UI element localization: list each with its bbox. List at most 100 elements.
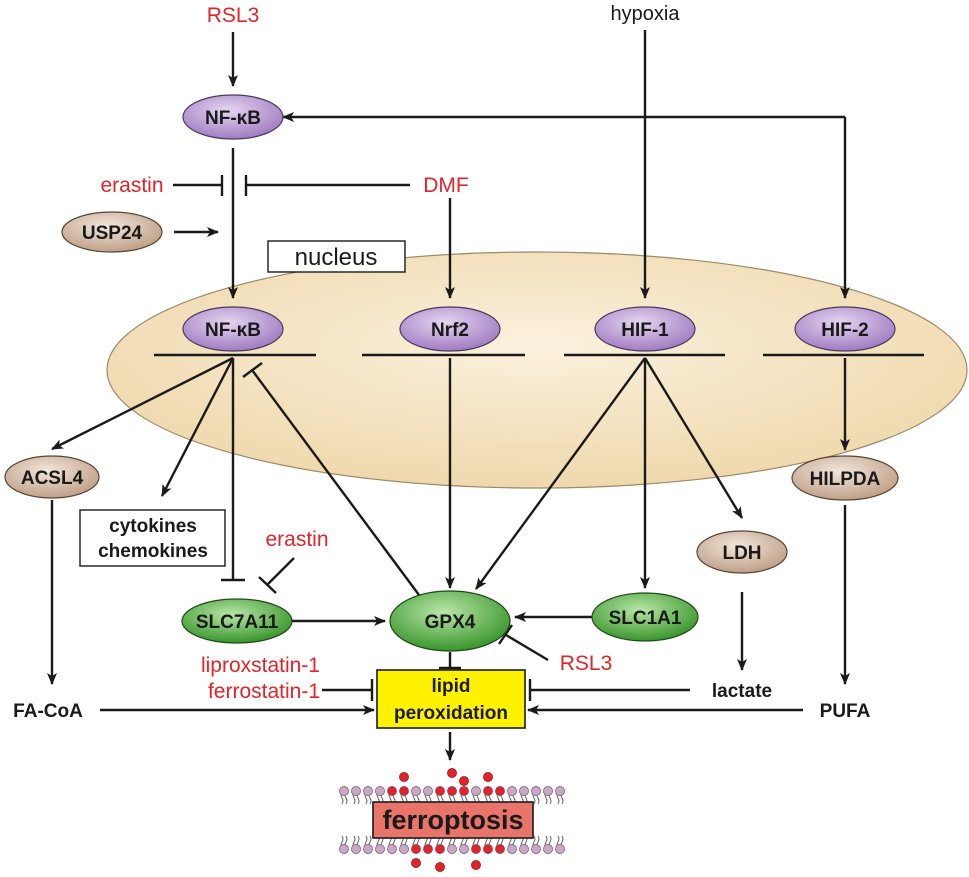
cytokines-box xyxy=(79,509,226,567)
lipid-head xyxy=(459,844,469,854)
lipid-head xyxy=(543,786,553,796)
lipid-head xyxy=(543,844,553,854)
oxidized-lipid-head xyxy=(483,844,493,854)
acsl4-label: ACSL4 xyxy=(21,468,84,489)
lipid-head xyxy=(363,844,373,854)
lipid-head xyxy=(423,786,433,796)
erastin-slc7a11-inhibit xyxy=(267,557,295,585)
nucleus-label-box xyxy=(267,240,406,273)
nfkb-nucleus-node: NF-κB xyxy=(182,306,284,352)
oxidized-lipid-head xyxy=(399,772,409,782)
oxidized-lipid-head xyxy=(447,768,457,778)
lipid-peroxidation-box xyxy=(376,669,526,729)
nucleus-ellipse xyxy=(106,251,968,489)
cytokines-label: cytokines xyxy=(109,516,197,537)
erastin-slc7a11-bar xyxy=(258,576,277,594)
slc1a1-label: SLC1A1 xyxy=(609,608,682,629)
nfkb-to-acsl4-arrow xyxy=(51,356,234,451)
acsl4-node: ACSL4 xyxy=(4,455,100,499)
lipid-head xyxy=(447,844,457,854)
gpx4-to-nfkb-inhibit xyxy=(251,369,420,596)
dmf-label: DMF xyxy=(423,174,469,197)
lipid-head xyxy=(555,786,565,796)
oxidized-lipid-head xyxy=(435,786,445,796)
chemokines-label: chemokines xyxy=(98,541,208,562)
liproxstatin-label: liproxstatin-1 xyxy=(201,654,320,677)
peroxidation-label: peroxidation xyxy=(394,703,508,724)
lipid-head xyxy=(411,786,421,796)
oxidized-lipid-head xyxy=(483,786,493,796)
rsl3-gpx4-inhibit xyxy=(505,633,549,662)
oxidized-lipid-head xyxy=(411,844,421,854)
nrf2-label: Nrf2 xyxy=(431,320,469,341)
gpx4-node: GPX4 xyxy=(389,590,511,652)
oxidized-lipid-head xyxy=(459,776,469,786)
hif1-label: HIF-1 xyxy=(621,320,669,341)
nfkb-cytoplasm-label: NF-κB xyxy=(205,108,261,129)
lipid-head xyxy=(351,786,361,796)
hypoxia-label: hypoxia xyxy=(611,3,681,25)
fa-coa-label: FA-CoA xyxy=(13,701,83,722)
oxidized-lipid-head xyxy=(471,860,481,870)
lactate-label: lactate xyxy=(712,681,772,702)
nfkb-to-cytokines-arrow xyxy=(160,357,235,497)
usp24-label: USP24 xyxy=(82,223,143,244)
rsl3-gpx4-bar xyxy=(498,624,513,645)
ferroptosis-box xyxy=(372,801,534,839)
lipid-head xyxy=(531,786,541,796)
hif2-node: HIF-2 xyxy=(794,306,896,352)
oxidized-lipid-head xyxy=(387,786,397,796)
nrf2-node: Nrf2 xyxy=(399,306,501,352)
lipid-head xyxy=(375,786,385,796)
hif1-to-ldh-arrow xyxy=(643,357,744,519)
lipid-head xyxy=(519,844,529,854)
lipid-head xyxy=(519,786,529,796)
nfkb-nucleus-label: NF-κB xyxy=(205,320,261,341)
erastin-top-label: erastin xyxy=(100,174,163,197)
hif1-node: HIF-1 xyxy=(594,306,696,352)
ldh-label: LDH xyxy=(722,543,761,564)
lipid-head xyxy=(339,786,349,796)
oxidized-lipid-head xyxy=(471,844,481,854)
hilpda-label: HILPDA xyxy=(810,469,881,490)
lipid-head xyxy=(387,844,397,854)
lipid-head xyxy=(531,844,541,854)
lipid-head xyxy=(507,844,517,854)
oxidized-lipid-head xyxy=(435,844,445,854)
oxidized-lipid-head xyxy=(459,786,469,796)
lipid-head xyxy=(507,786,517,796)
rsl3-bottom-label: RSL3 xyxy=(560,652,613,675)
slc7a11-node: SLC7A11 xyxy=(181,598,293,644)
nfkb-cytoplasm-node: NF-κB xyxy=(182,94,284,140)
lipid-head xyxy=(375,844,385,854)
lipid-head xyxy=(555,844,565,854)
gpx4-to-nfkb-bar xyxy=(242,362,263,378)
hif2-label: HIF-2 xyxy=(821,320,869,341)
lipid-head xyxy=(471,786,481,796)
gpx4-label: GPX4 xyxy=(425,612,476,633)
hilpda-node: HILPDA xyxy=(791,455,899,501)
erastin-mid-label: erastin xyxy=(265,528,328,551)
slc1a1-node: SLC1A1 xyxy=(591,592,699,642)
oxidized-lipid-head xyxy=(435,862,445,872)
usp24-node: USP24 xyxy=(61,211,163,253)
slc7a11-label: SLC7A11 xyxy=(196,612,279,633)
oxidized-lipid-head xyxy=(447,786,457,796)
oxidized-lipid-head xyxy=(483,772,493,782)
oxidized-lipid-head xyxy=(495,786,505,796)
lipid-head xyxy=(339,844,349,854)
lipid-head xyxy=(363,786,373,796)
nucleus-label: nucleus xyxy=(295,244,378,271)
lipid-head xyxy=(399,844,409,854)
ferrostatin-label: ferrostatin-1 xyxy=(208,680,320,703)
oxidized-lipid-head xyxy=(399,786,409,796)
lipid-label: lipid xyxy=(431,676,470,697)
oxidized-lipid-head xyxy=(411,858,421,868)
hif1-to-gpx4-arrow xyxy=(475,357,646,590)
ferroptosis-label: ferroptosis xyxy=(382,805,523,835)
oxidized-lipid-head xyxy=(423,844,433,854)
ldh-node: LDH xyxy=(696,530,788,574)
rsl3-top-label: RSL3 xyxy=(207,4,260,27)
oxidized-lipid-head xyxy=(495,844,505,854)
